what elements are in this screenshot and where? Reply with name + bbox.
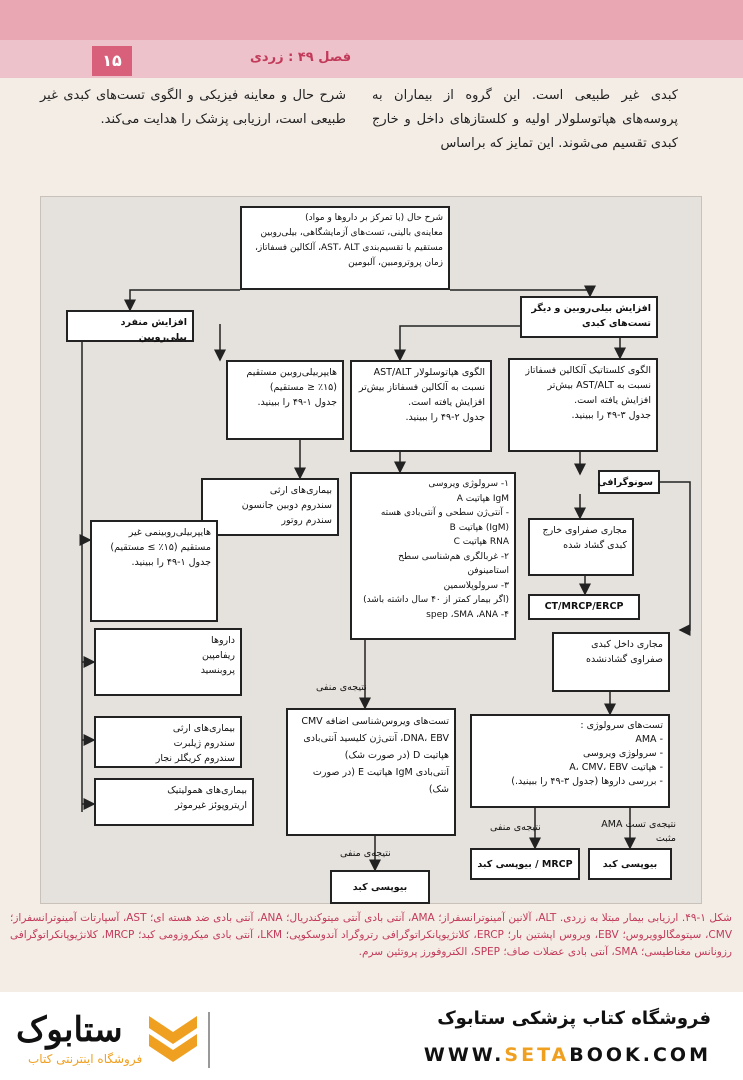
ct-mrcp-ercp-box: CT/MRCP/ERCP [528,594,640,620]
mrcp-biopsy-box: MRCP / بیوپسی کبد [470,848,580,880]
brand-logo-text: ستابوک [16,1010,123,1050]
bilirubin-liver-tests-box: افزایش بیلی‌روبین و دیگر تست‌های کبدی [520,296,658,338]
ama-positive-label: نتیجه‌ی تست AMA مثبت [601,819,676,844]
cholestatic-pattern-box: الگوی کلستاتیک آلکالین فسفاتاز نسبت به A… [508,358,658,452]
negative-result-label-1: نتیجه‌ی منفی [316,682,367,693]
shop-title: فروشگاه کتاب پزشکی ستابوک [437,1008,711,1029]
page-number: ۱۵ [92,46,132,76]
shop-url[interactable]: WWW.SETABOOK.COM [423,1044,711,1066]
footer-banner [0,992,743,1080]
brand-logo-subtitle: فروشگاه اینترنتی کتاب [28,1052,143,1066]
ultrasound-box: سونوگرافی [598,470,660,494]
chapter-title: فصل ۴۹ : زردی [250,50,352,65]
extrahepatic-ducts-box: مجاری صفراوی خارج کبدی گشاد شده [528,518,634,576]
hepatocellular-pattern-box: الگوی هپاتوسلولار AST/ALT نسبت به آلکالی… [350,360,492,452]
liver-biopsy-box-1: بیوپسی کبد [330,870,430,904]
body-text-right: کبدی غیر طبیعی است. این گروه از بیماران … [372,88,678,151]
figure-caption: شکل ۱-۴۹. ارزیابی بیمار مبتلا به زردی. A… [10,912,732,958]
intrahepatic-ducts-box: مجاری داخل کبدی صفراوی گشادنشده [552,632,670,692]
isolated-bilirubin-box: افزایش منفرد بیلی‌روبین [66,310,194,343]
liver-biopsy-box-2: بیوپسی کبد [588,848,672,880]
direct-hyperbilirubinemia-box: هایپربیلی‌روبین مستقیم (۱۵٪ ≤ مستقیم)جدو… [226,360,344,440]
body-text-left: شرح حال و معاینه فیزیکی و الگوی تست‌های … [40,88,346,127]
chevron-logo-icon [149,1016,197,1062]
history-exam-box: شرح حال (با تمرکز بر داروها و مواد)معاین… [240,206,450,290]
serology-tests-box: تست‌های سرولوژی :- AMA- سرولوژی ویروسی- … [470,714,670,808]
logo-divider [208,1012,210,1068]
negative-result-label-3: نتیجه‌ی منفی [490,822,541,833]
indirect-hyperbilirubinemia-box: هایپربیلی‌روبینمی غیر مستقیم (۱۵٪ ≥ مستق… [90,520,218,622]
additional-virology-box: تست‌های ویروس‌شناسی اضافه CMV DNA، EBV، … [286,708,456,836]
negative-result-label-2: نتیجه‌ی منفی [340,848,391,859]
